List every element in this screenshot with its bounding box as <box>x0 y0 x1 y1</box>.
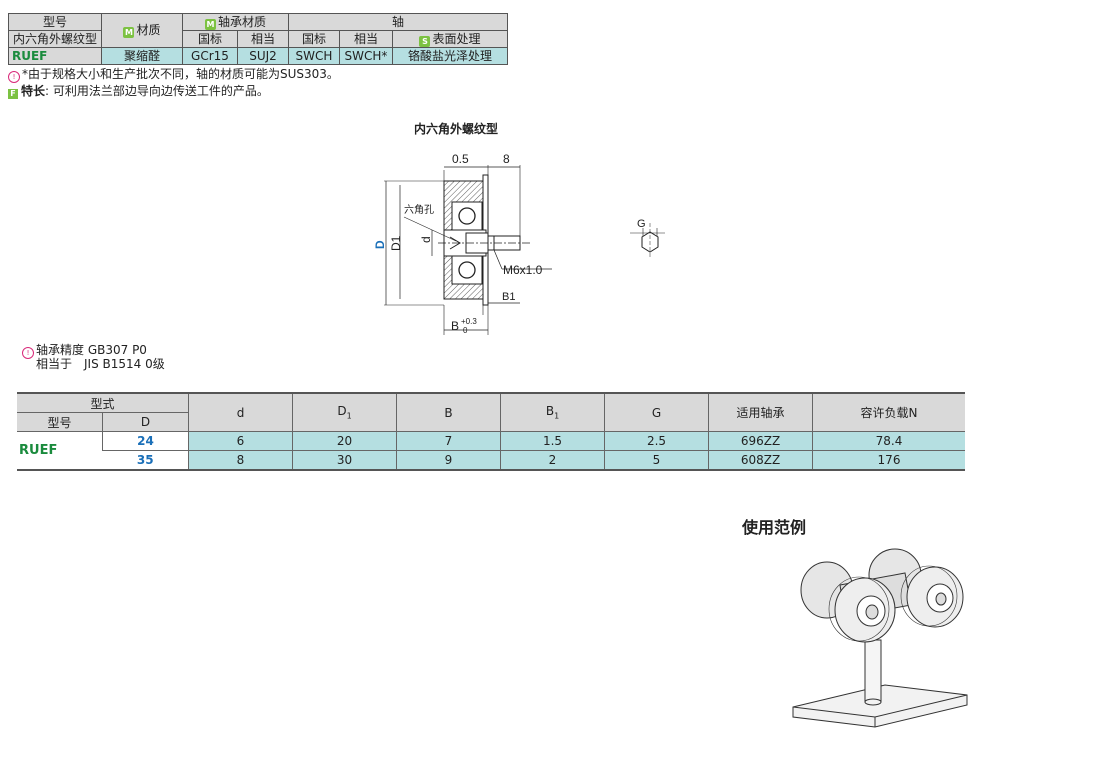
thread-label: M6x1.0 <box>503 263 543 277</box>
bearing-gb-value: GCr15 <box>182 47 238 65</box>
cell-d: 8 <box>188 450 293 471</box>
cell-G: 2.5 <box>604 431 709 451</box>
shaft-equiv-value: SWCH* <box>339 47 393 65</box>
cell-load: 78.4 <box>812 431 965 451</box>
precision-line-1: !轴承精度 GB307 P0 <box>22 343 147 359</box>
dim-D-label: D <box>373 240 387 249</box>
dim-flange-offset: 0.5 <box>452 152 469 166</box>
cell-B1: 2 <box>500 450 605 471</box>
tolerance-upper: +0.3 <box>461 317 477 326</box>
header-model: 型号 <box>17 412 103 432</box>
table-row: RUEF 24 6 20 7 1.5 2.5 696ZZ 78.4 <box>17 431 965 471</box>
cell-D1: 20 <box>292 431 397 451</box>
cell-D: 35 <box>102 450 189 471</box>
bearing-material-badge-icon: M <box>204 18 216 30</box>
cell-bearing: 608ZZ <box>708 450 813 471</box>
cell-B: 9 <box>396 450 501 471</box>
header-shaft: 轴 <box>288 13 508 31</box>
caution-icon: ! <box>8 71 20 83</box>
drawing-title: 内六角外螺纹型 <box>414 122 499 136</box>
dim-d-label: d <box>419 236 433 243</box>
header-d: d <box>188 392 293 432</box>
usage-title: 使用范例 <box>742 518 807 537</box>
header-D: D <box>102 412 189 432</box>
bearing-ball-top <box>458 207 476 225</box>
cell-load: 176 <box>812 450 965 471</box>
hex-hole-label: 六角孔 <box>404 204 434 216</box>
header-model-type: 型式 <box>17 392 189 413</box>
dim-B-label: B <box>451 319 459 333</box>
feature-badge-icon: F <box>8 89 18 99</box>
cell-B1: 1.5 <box>500 431 605 451</box>
header-D1: D1 <box>292 392 397 432</box>
bearing-ball-bottom <box>458 261 476 279</box>
header-type: 型号 <box>8 13 102 31</box>
table-row: 35 8 30 9 2 5 608ZZ 176 <box>17 450 965 471</box>
cell-B: 7 <box>396 431 501 451</box>
usage-illustration <box>792 548 968 728</box>
row-label-hex-socket: 内六角外螺纹型 <box>8 30 102 48</box>
dim-G-label: G <box>637 218 646 230</box>
model-code: RUEF <box>8 47 102 65</box>
precision-line-2: 相当于 JIS B1514 0级 <box>36 357 165 371</box>
cell-D1: 30 <box>292 450 397 471</box>
spec-table: 型式 d D1 B B1 G 适用轴承 容许负载N 型号 D RUEF 24 6… <box>17 392 965 471</box>
bearing-equiv-value: SUJ2 <box>237 47 289 65</box>
material-value: 聚缩醛 <box>101 47 183 65</box>
header-shaft-gb: 国标 <box>288 30 340 48</box>
surface-value: 铬酸盐光泽处理 <box>392 47 508 65</box>
dim-B1-label: B1 <box>502 291 515 303</box>
header-bearing: 适用轴承 <box>708 392 813 432</box>
base-plate <box>792 684 968 728</box>
tolerance-lower: 0 <box>463 326 468 335</box>
cell-G: 5 <box>604 450 709 471</box>
header-B1: B1 <box>500 392 605 432</box>
cell-bearing: 696ZZ <box>708 431 813 451</box>
header-B: B <box>396 392 501 432</box>
header-bearing-equiv: 相当 <box>237 30 289 48</box>
dim-thread-length: 8 <box>503 152 510 166</box>
material-note: !*由于规格大小和生产批次不同，轴的材质可能为SUS303。 <box>8 67 339 83</box>
support-post <box>864 639 882 703</box>
material-badge-icon: M <box>123 27 135 38</box>
caution-icon-precision: ! <box>22 347 34 359</box>
header-shaft-equiv: 相当 <box>339 30 393 48</box>
cell-D: 24 <box>102 431 189 451</box>
cell-d: 6 <box>188 431 293 451</box>
technical-drawing: 0.5 8 六角孔 D D1 d M6x1.0 B1 B +0.3 0 G <box>373 152 665 335</box>
surface-badge-icon: S <box>419 35 431 47</box>
header-bearing-gb: 国标 <box>182 30 238 48</box>
dim-D1-label: D1 <box>389 235 403 251</box>
shaft-gb-value: SWCH <box>288 47 340 65</box>
header-load: 容许负载N <box>812 392 965 432</box>
spec-model-code: RUEF <box>17 431 103 471</box>
header-G: G <box>604 392 709 432</box>
